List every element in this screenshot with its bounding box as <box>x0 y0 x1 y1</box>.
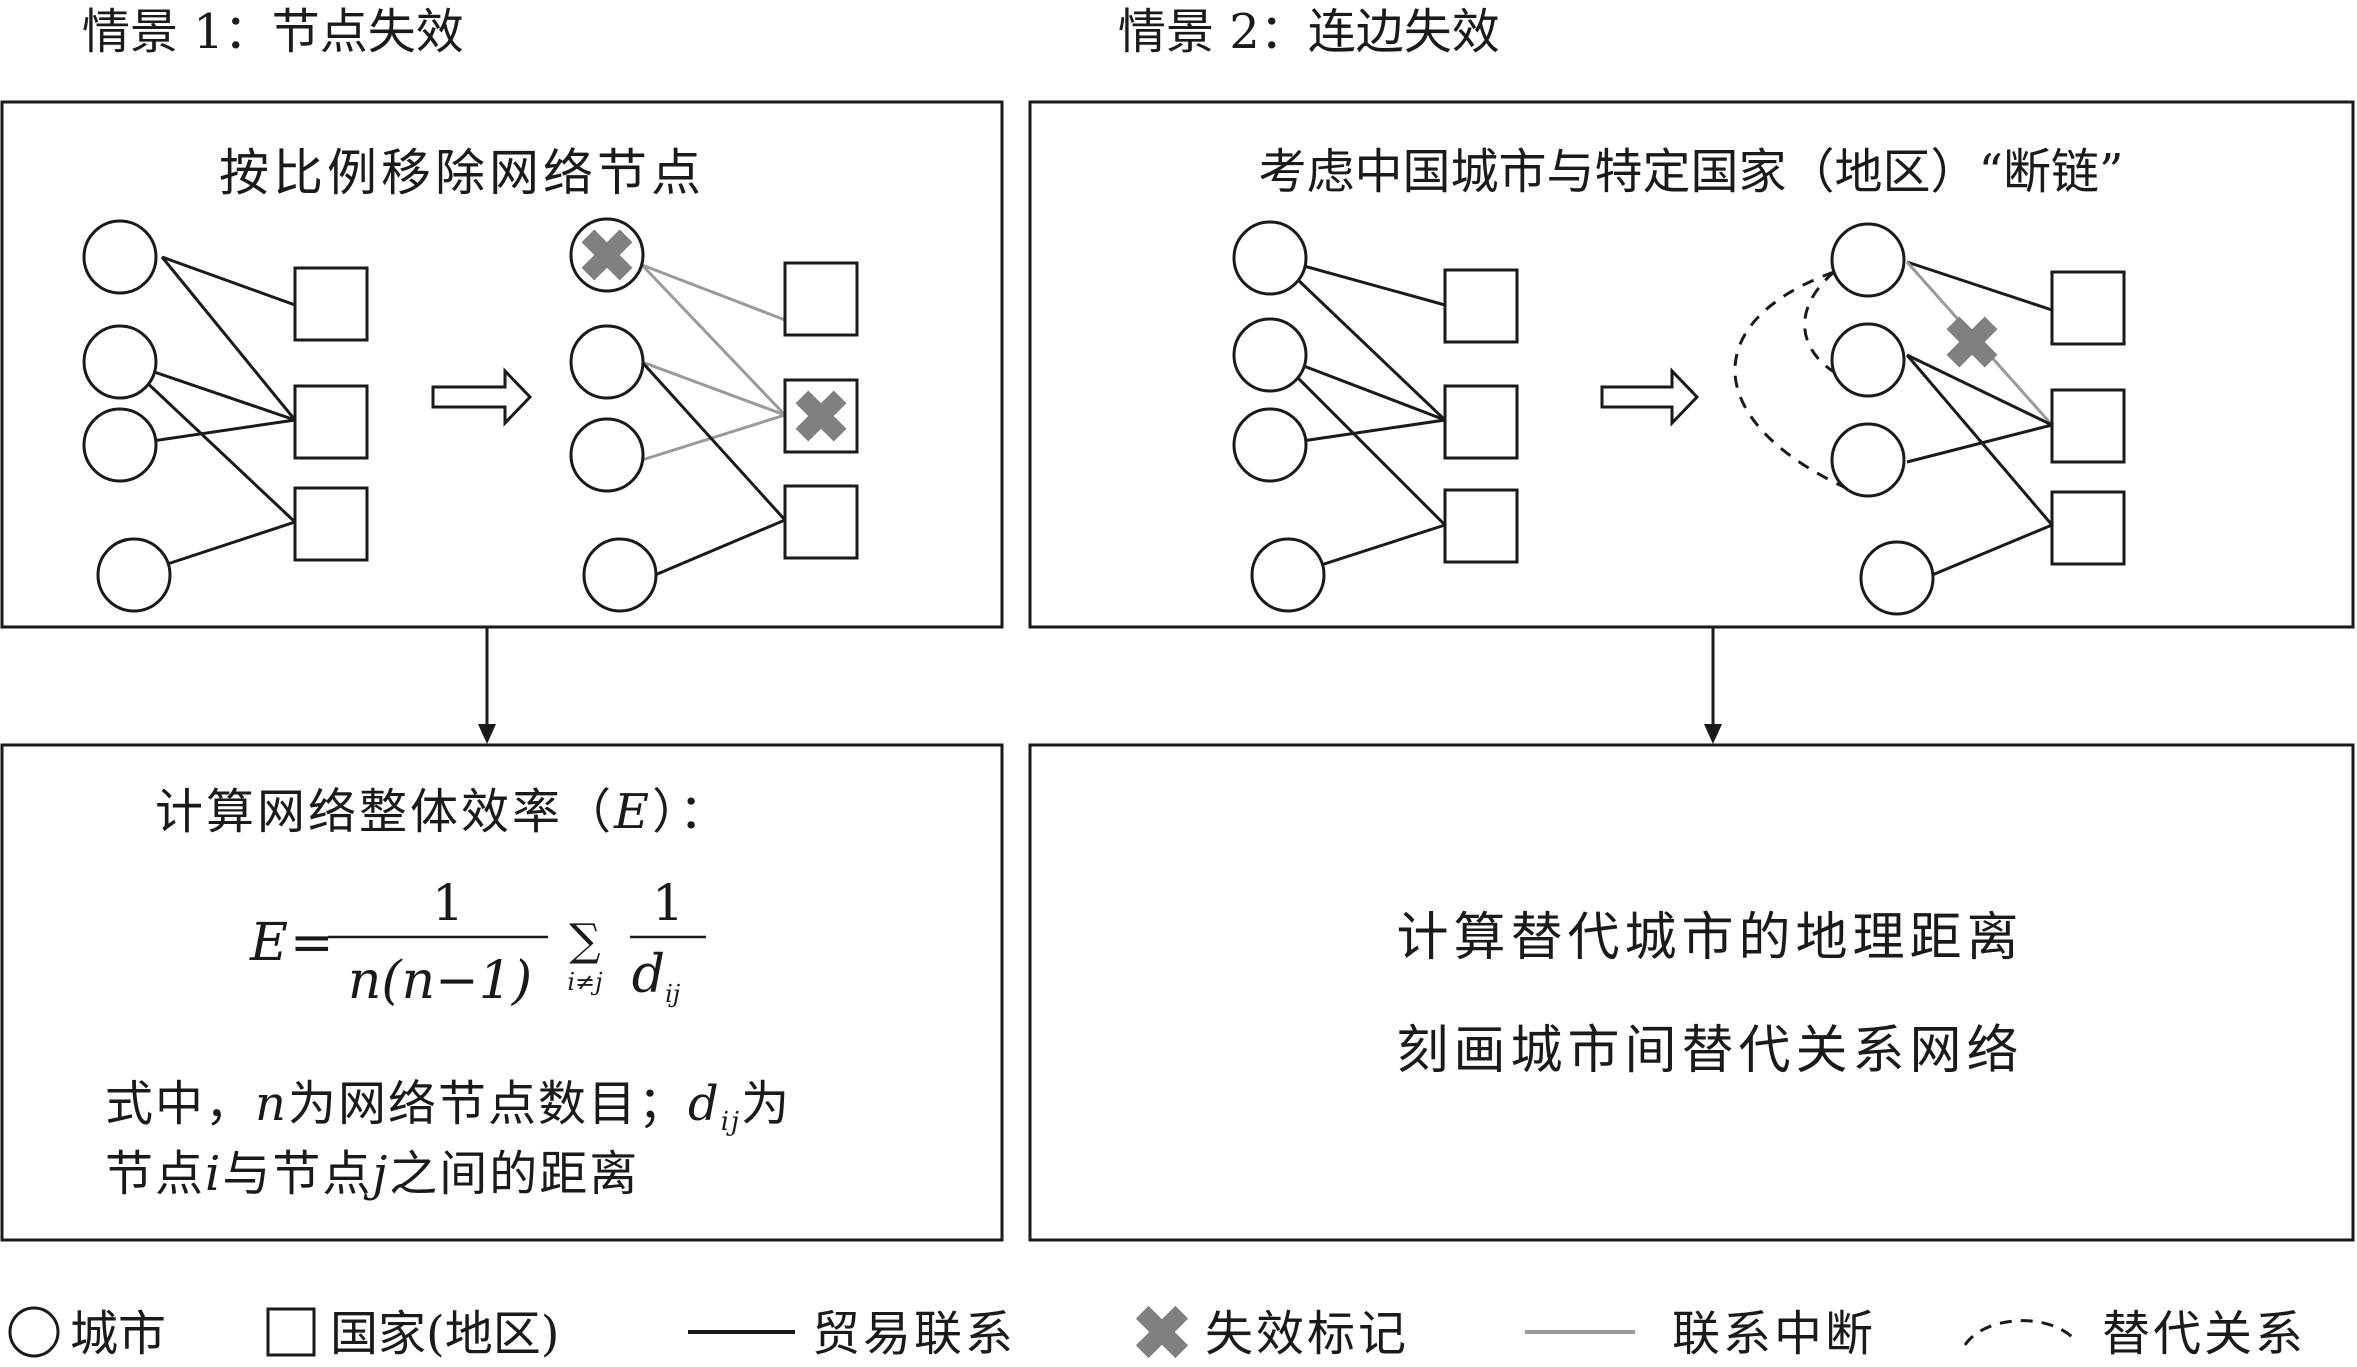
legend-trade-label: 贸易联系 <box>812 1306 1016 1362</box>
legend-substitute-icon <box>1963 1319 2077 1346</box>
country-node <box>1443 488 1519 564</box>
legend: 城市 国家(地区) 贸易联系 失效标记 联系中断 替代关系 <box>8 1305 2306 1362</box>
legend-country-label: 国家(地区) <box>330 1306 559 1362</box>
substitute-relation-curve <box>1803 270 1835 374</box>
frac2-numerator: 1 <box>652 874 684 932</box>
network-after-link-failure <box>1733 222 2126 616</box>
scenario2-result-line2: 刻画城市间替代关系网络 <box>1396 1021 2023 1081</box>
country-node <box>2050 270 2126 346</box>
country-node <box>293 486 369 562</box>
city-node <box>1232 317 1308 393</box>
city-node <box>96 537 172 613</box>
country-node <box>2050 388 2126 464</box>
down-arrow <box>1704 628 1722 744</box>
fail-mark-icon <box>795 390 847 442</box>
fail-mark-icon <box>1946 316 1998 368</box>
hollow-arrow <box>1600 367 1700 427</box>
scenario2-box-title: 考虑中国城市与特定国家（地区）“断链” <box>1258 144 2123 200</box>
legend-country-icon <box>266 1307 316 1357</box>
country-node <box>293 266 369 342</box>
formula-note-line1: 式中，n为网络节点数目；dij为 <box>105 1076 791 1137</box>
frac1-numerator: 1 <box>432 874 464 932</box>
legend-substitute-label: 替代关系 <box>2102 1306 2306 1362</box>
frac2-denominator: dij <box>632 945 681 1008</box>
formula-lhs: E <box>249 913 288 973</box>
legend-fail-mark-icon <box>1135 1305 1189 1359</box>
scenario2-result-line1: 计算替代城市的地理距离 <box>1396 908 2023 968</box>
legend-city-label: 城市 <box>70 1306 166 1362</box>
sum-subscript: i≠j <box>567 968 603 996</box>
frac1-denominator: n(n−1) <box>348 951 532 1011</box>
network-before-node-failure <box>82 219 369 613</box>
city-node <box>82 324 158 400</box>
city-node <box>582 537 658 613</box>
city-node <box>569 417 645 493</box>
scenario1-title: 情景 1：节点失效 <box>82 4 464 60</box>
network-before-link-failure <box>1232 220 1519 613</box>
scenario1-calc-box <box>0 743 1004 1242</box>
scenario2-result-box <box>1028 743 2355 1242</box>
hollow-arrow <box>431 367 533 427</box>
country-node <box>1443 268 1519 344</box>
fail-mark-icon <box>581 229 633 281</box>
city-node <box>1830 422 1906 498</box>
formula-note-line2: 节点i与节点j之间的距离 <box>105 1146 639 1202</box>
scenario2-title: 情景 2：连边失效 <box>1118 4 1500 60</box>
substitute-relation-curve <box>1733 270 1847 490</box>
legend-city-icon <box>8 1306 60 1358</box>
city-node <box>1859 540 1935 616</box>
city-node <box>82 219 158 295</box>
city-node <box>1232 407 1308 483</box>
legend-broken-label: 联系中断 <box>1672 1306 1876 1362</box>
sum-symbol: ∑ <box>569 915 600 966</box>
formula-equals: = <box>290 913 334 973</box>
legend-fail-mark-label: 失效标记 <box>1205 1306 1409 1362</box>
city-node <box>1830 222 1906 298</box>
country-node <box>1443 384 1519 460</box>
city-node <box>1232 220 1308 296</box>
down-arrow <box>478 628 496 744</box>
calc-title: 计算网络整体效率（E）： <box>155 784 730 840</box>
scenario1-box-title: 按比例移除网络节点 <box>219 144 705 202</box>
city-node <box>82 407 158 483</box>
scenario2-network-box <box>1028 100 2355 629</box>
country-node <box>2050 490 2126 566</box>
country-node <box>293 384 369 460</box>
city-node <box>569 324 645 400</box>
efficiency-formula: E = 1 n(n−1) ∑ i≠j 1 dij <box>249 874 706 1011</box>
city-node <box>1830 322 1906 398</box>
country-node <box>783 484 859 560</box>
city-node <box>1250 537 1326 613</box>
country-node <box>783 261 859 337</box>
scenario1-network-box <box>0 100 1004 629</box>
